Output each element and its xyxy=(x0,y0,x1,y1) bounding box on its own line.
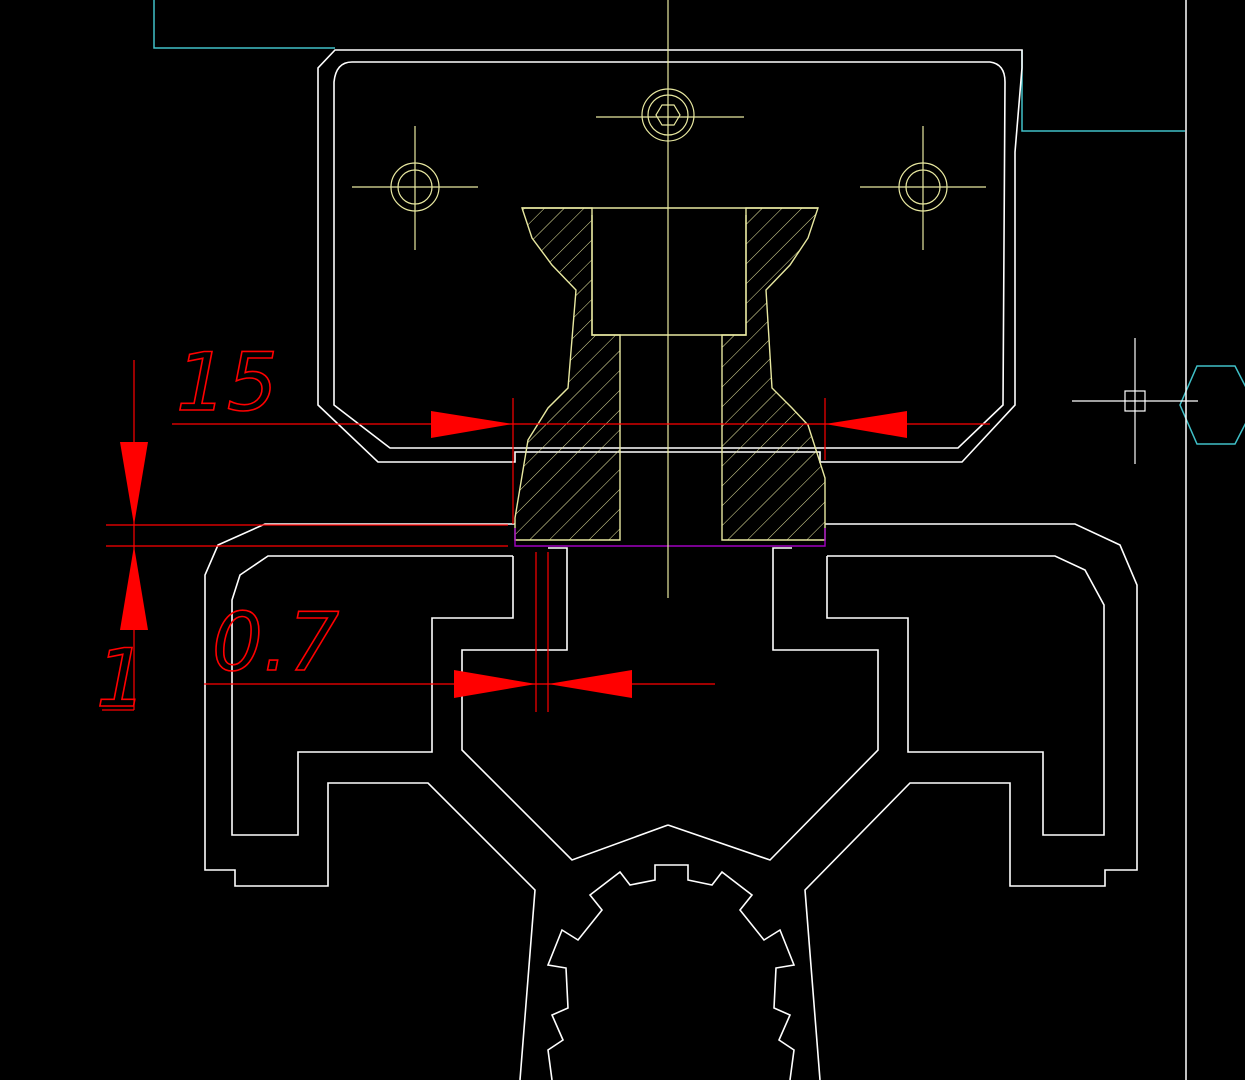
profile-lip-left xyxy=(231,555,514,836)
profile-core-gear xyxy=(546,864,796,1080)
profile-lip-right xyxy=(826,555,1105,836)
profile-slot-right xyxy=(667,547,879,861)
arrow-right-icon xyxy=(431,411,513,438)
dimension-label-gap: 1 xyxy=(96,632,147,725)
profile-slot-left xyxy=(461,547,669,861)
reference-frame-top xyxy=(153,0,335,49)
dimension-gap: 1 xyxy=(95,360,508,726)
slider-block-outer xyxy=(317,49,1023,463)
slider-block xyxy=(317,49,1023,463)
aluminum-profile xyxy=(204,523,1138,1080)
hex-nut-outline-right xyxy=(1179,365,1245,445)
profile-outer-left xyxy=(204,523,536,1080)
dimension-label-clearance: 0.7 xyxy=(212,596,339,689)
arrow-up-icon xyxy=(120,546,148,630)
arrow-down-icon xyxy=(120,442,148,525)
screw-hole-left-icon xyxy=(352,126,478,250)
dimension-clearance: 0.7 xyxy=(204,552,715,712)
slider-block-inner xyxy=(333,61,1006,449)
screw-hole-right-icon xyxy=(860,126,986,250)
t-nut-bore-outline xyxy=(591,215,747,336)
arrow-right-icon xyxy=(454,670,536,698)
screw-hole-top-icon xyxy=(596,88,744,142)
dimension-label-width: 15 xyxy=(176,336,278,429)
profile-outer-right xyxy=(804,523,1138,1080)
reference-frame-right xyxy=(1021,50,1185,132)
t-nut-hatched-right xyxy=(721,207,826,541)
arrow-left-icon xyxy=(825,411,907,438)
dimension-width: 15 xyxy=(172,335,990,524)
dimensions: 15 1 0.7 xyxy=(95,335,990,726)
contact-line xyxy=(514,528,826,547)
arrow-left-icon xyxy=(548,670,632,698)
t-nut-hatched-left xyxy=(514,207,621,541)
screw-holes xyxy=(352,88,986,250)
crosshair-cursor-icon xyxy=(1072,338,1198,464)
t-nut xyxy=(514,207,826,541)
